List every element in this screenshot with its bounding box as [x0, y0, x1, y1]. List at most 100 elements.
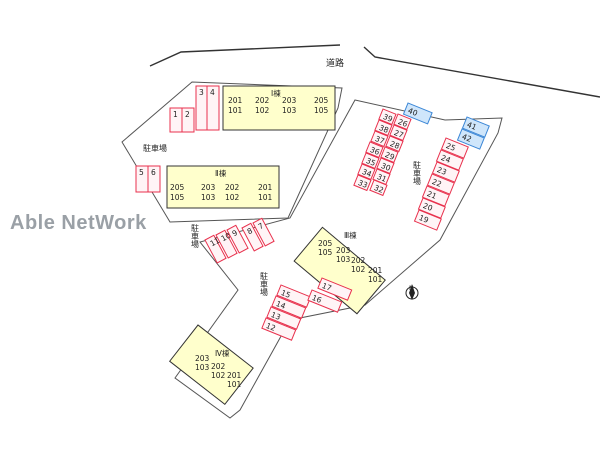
room-label: 203: [195, 354, 210, 363]
parking-number: 31: [376, 172, 388, 184]
parking-number: 2: [185, 110, 190, 119]
road-edge-right: [363, 46, 600, 98]
parking-number: 16: [311, 293, 323, 305]
parking-number: 39: [382, 112, 394, 124]
room-label: 103: [336, 255, 351, 264]
room-label: 101: [258, 193, 273, 202]
room-label: 101: [228, 106, 243, 115]
parking-number: 40: [407, 106, 419, 118]
room-label: 201: [368, 266, 383, 275]
room-label: 105: [170, 193, 185, 202]
parking-number: 27: [393, 128, 405, 140]
parking-number: 33: [357, 178, 369, 190]
parking-space: 8: [241, 222, 264, 252]
room-label: 102: [225, 193, 240, 202]
parking-space: 6: [147, 165, 161, 193]
room-label: 105: [318, 248, 333, 257]
parking-space: 40: [402, 102, 433, 125]
parking-number: 42: [461, 132, 473, 144]
watermark-logo: Able NetWork: [10, 212, 147, 234]
room-label: 102: [211, 371, 226, 380]
svg-text:駐車場: 駐車場: [413, 160, 422, 186]
building-2: Ⅱ棟 205 105 203 103 202 102 201 101: [166, 165, 280, 209]
parking-label-east: 駐車場: [413, 160, 422, 186]
parking-number: 12: [265, 321, 277, 333]
parking-space: 1: [169, 107, 183, 133]
parking-number: 37: [374, 134, 386, 146]
parking-number: 22: [431, 177, 443, 189]
room-label: 205: [314, 96, 329, 105]
parking-number: 26: [397, 117, 409, 129]
parking-number: 23: [436, 165, 448, 177]
parking-space: 7: [252, 217, 275, 247]
room-label: 103: [201, 193, 216, 202]
parking-space: 2: [181, 107, 195, 133]
parking-space: 30: [376, 157, 395, 175]
svg-text:駐車場: 駐車場: [143, 143, 167, 153]
room-label: 203: [282, 96, 297, 105]
parking-space: 38: [374, 119, 393, 137]
parking-space: 37: [370, 130, 389, 148]
room-label: 103: [282, 106, 297, 115]
parking-space: 35: [361, 152, 380, 170]
room-label: 203: [201, 183, 216, 192]
parking-space: 14: [271, 295, 307, 319]
parking-space: 4: [206, 85, 220, 131]
room-label: 105: [314, 106, 329, 115]
room-label: 202: [211, 362, 226, 371]
parking-number: 1: [173, 110, 178, 119]
parking-number: 25: [445, 141, 457, 153]
room-label: 205: [170, 183, 185, 192]
parking-number: 32: [373, 183, 385, 195]
parking-space: 33: [353, 174, 372, 192]
parking-number: 34: [361, 167, 373, 179]
parking-space: 25: [440, 137, 469, 159]
parking-space: 3: [195, 85, 209, 131]
parking-space: 15: [276, 284, 312, 308]
parking-space: 17: [317, 277, 353, 301]
north-label: N: [409, 285, 414, 292]
parking-space: 26: [393, 113, 412, 131]
room-label: 203: [336, 246, 351, 255]
parking-number: 14: [275, 299, 287, 311]
parking-number: 21: [426, 189, 438, 201]
parking-space: 29: [380, 146, 399, 164]
room-label: 201: [258, 183, 273, 192]
room-label: 103: [195, 363, 210, 372]
parking-space: 9: [226, 224, 249, 254]
parking-number: 30: [380, 161, 392, 173]
room-label: 102: [351, 265, 366, 274]
parking-number: 7: [257, 221, 266, 231]
building-1-label: Ⅰ棟: [271, 88, 281, 98]
parking-number: 13: [270, 310, 282, 322]
parking-number: 24: [440, 153, 452, 165]
svg-text:駐車場: 駐車場: [191, 223, 200, 249]
road-label: 道路: [326, 57, 344, 69]
room-label: 101: [227, 380, 242, 389]
parking-number: 8: [246, 226, 255, 236]
room-label: 201: [228, 96, 243, 105]
parking-number: 4: [210, 88, 215, 97]
parking-number: 9: [231, 228, 240, 238]
parking-number: 35: [365, 156, 377, 168]
building-4: [168, 324, 254, 406]
parking-space: 22: [426, 173, 455, 195]
parking-label-nw: 駐車場: [143, 143, 167, 153]
parking-space: 19: [413, 209, 442, 231]
building-2-label: Ⅱ棟: [215, 168, 227, 178]
parking-space: 10: [215, 229, 238, 259]
building-1: Ⅰ棟 201 101 202 102 203 103 205 105: [222, 85, 336, 131]
parking-label-center: 駐車場: [191, 223, 200, 249]
parking-space: 23: [431, 161, 460, 183]
parking-space: 12: [261, 317, 297, 341]
room-label: 102: [255, 106, 270, 115]
parking-space: 39: [378, 108, 397, 126]
parking-number: 5: [139, 168, 144, 177]
room-label: 201: [227, 371, 242, 380]
svg-text:駐車場: 駐車場: [260, 271, 269, 297]
parking-number: 3: [199, 88, 204, 97]
parking-space: 31: [372, 168, 391, 186]
parking-space: 24: [435, 149, 464, 171]
